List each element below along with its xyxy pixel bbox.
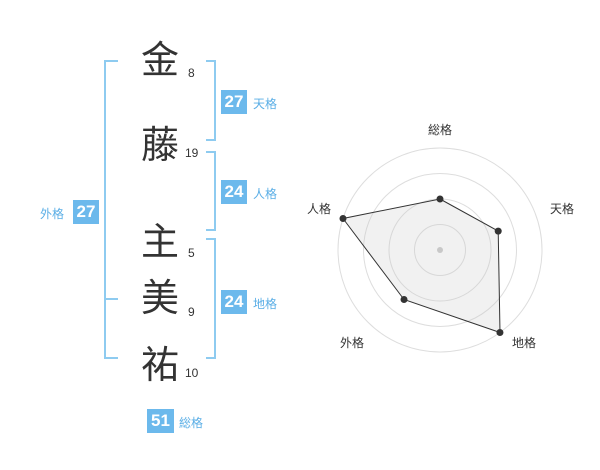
radar-axis-label-jinkaku: 人格 (307, 201, 331, 216)
name-char-4: 美 (140, 276, 179, 320)
radar-axis-label-chikaku: 地格 (512, 335, 536, 350)
chikaku-label: 地格 (253, 297, 278, 311)
gaikaku-label: 外格 (40, 207, 65, 221)
jinkaku-label: 人格 (253, 187, 278, 201)
radar-points (339, 195, 504, 337)
stroke-count-4: 9 (188, 305, 195, 319)
radar-point-2 (494, 227, 502, 235)
tenkaku-value: 27 (221, 90, 247, 114)
name-char-5: 祐 (140, 343, 179, 387)
stroke-count-5: 10 (185, 366, 199, 380)
stroke-count-1: 8 (188, 66, 195, 80)
chikaku-bracket (206, 238, 216, 359)
radar-data-polygon (342, 198, 501, 334)
chikaku-value: 24 (221, 290, 247, 314)
name-char-3: 主 (140, 220, 179, 264)
gaikaku-value: 27 (73, 200, 99, 224)
jinkaku-value: 24 (221, 180, 247, 204)
radar-axis-label-gaikaku: 外格 (340, 335, 364, 350)
radar-ring-3 (363, 173, 517, 327)
radar-point-3 (496, 329, 504, 337)
soukaku-value: 51 (147, 409, 174, 433)
stroke-count-2: 19 (185, 146, 199, 160)
radar-point-1 (436, 195, 444, 203)
radar-point-4 (400, 296, 408, 304)
soukaku-label: 総格 (179, 416, 204, 430)
radar-center-dot (437, 247, 443, 253)
tenkaku-label: 天格 (253, 97, 278, 111)
jinkaku-bracket (206, 151, 216, 231)
stroke-count-3: 5 (188, 246, 195, 260)
radar-point-5 (339, 214, 347, 222)
gaikaku-bracket (104, 60, 118, 359)
tenkaku-bracket (206, 60, 216, 141)
name-char-1: 金 (140, 38, 179, 82)
name-char-2: 藤 (140, 123, 179, 167)
radar-axis-label-tenkaku: 天格 (550, 201, 574, 216)
gaikaku-bracket-tick (104, 298, 118, 300)
radar-ring-1 (414, 224, 466, 276)
radar-axis-label-soukaku: 総格 (428, 122, 452, 137)
